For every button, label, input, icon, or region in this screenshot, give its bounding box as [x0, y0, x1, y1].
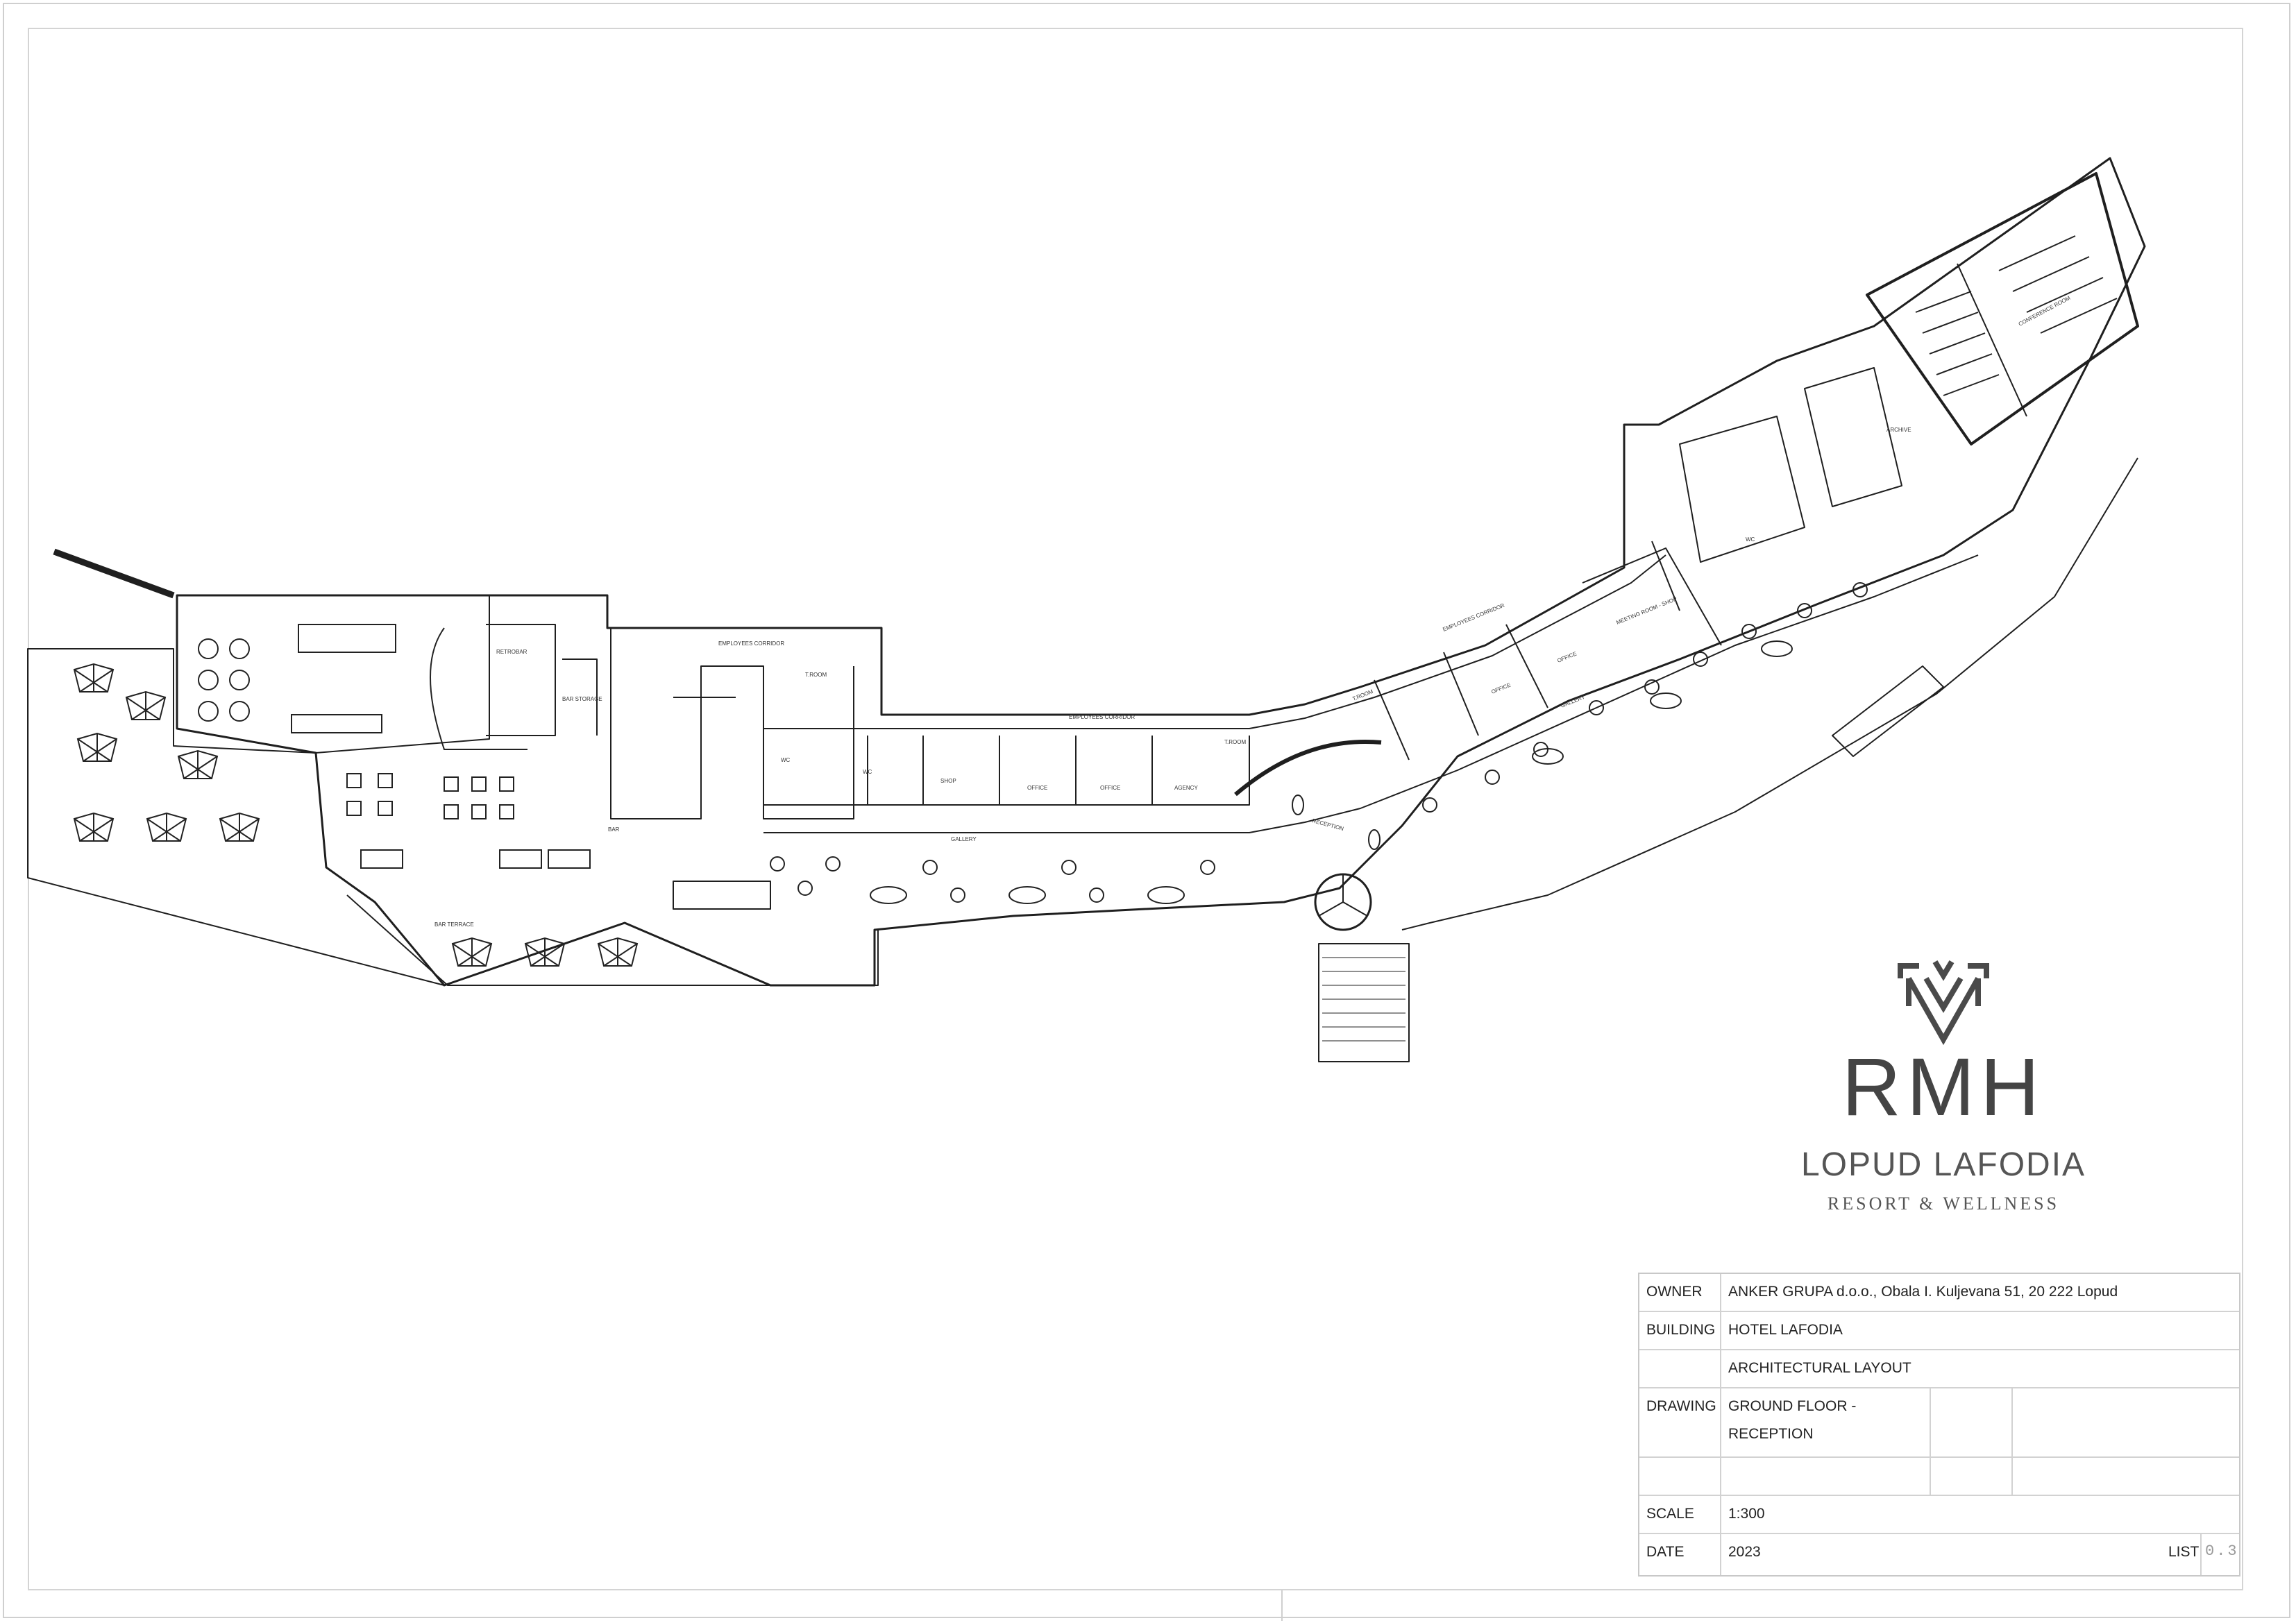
bar-block: [177, 595, 598, 754]
label-meeting-room: MEETING ROOM - SHOP: [1615, 596, 1678, 626]
entrance-stair-steps: [1322, 957, 1406, 1042]
scale-value: 1:300: [1728, 1506, 1765, 1522]
label-bar: BAR: [608, 826, 620, 833]
meeting-room-block: [1374, 541, 1722, 760]
west-stairs: [673, 881, 771, 910]
sheet-outer-frame: [3, 3, 2290, 1618]
drawing-label: DRAWING: [1646, 1398, 1716, 1414]
logo-name: LOPUD LAFODIA: [1800, 1146, 2086, 1183]
label-agency: AGENCY: [1174, 785, 1198, 791]
label-employees-corridor-3: EMPLOYEES CORRIDOR: [1442, 602, 1505, 633]
east-ramp: [1832, 665, 1944, 757]
scale-label: SCALE: [1646, 1506, 1694, 1522]
owner-value: ANKER GRUPA d.o.o., Obala I. Kuljevana 5…: [1728, 1284, 2118, 1300]
title-row-building: BUILDING HOTEL LAFODIA: [1639, 1312, 2239, 1350]
reception-counter: [1234, 739, 1382, 797]
label-office-3: OFFICE: [1490, 682, 1512, 695]
logo-initials: RMH: [1841, 1042, 2045, 1133]
title-row-blank: [1639, 1458, 2239, 1496]
layout-value: ARCHITECTURAL LAYOUT: [1728, 1360, 1911, 1376]
label-wc-2: WC: [863, 769, 872, 775]
conference-room: [1866, 172, 2139, 445]
label-employees-corridor-1: EMPLOYEES CORRIDOR: [718, 640, 784, 647]
terrace-umbrellas: [73, 663, 639, 967]
label-t-room-3: T.ROOM: [1351, 688, 1374, 702]
list-value: 0.3: [2205, 1543, 2239, 1560]
label-employees-corridor-2: EMPLOYEES CORRIDOR: [1069, 714, 1135, 720]
terrace-rail: [53, 548, 175, 599]
gallery-seating: [770, 582, 1868, 904]
gallery-wall: [763, 554, 1979, 833]
building-outline: [176, 157, 2146, 987]
rmh-logo: RMH LOPUD LAFODIA RESORT & WELLNESS: [1777, 958, 2110, 1228]
owner-label: OWNER: [1646, 1284, 1703, 1300]
building-value: HOTEL LAFODIA: [1728, 1322, 1843, 1338]
label-office-1: OFFICE: [1027, 785, 1047, 791]
label-t-room-1: T.ROOM: [805, 672, 827, 678]
title-row-owner: OWNER ANKER GRUPA d.o.o., Obala I. Kulje…: [1639, 1274, 2239, 1312]
east-terrace: [1401, 457, 2138, 931]
frame-tick-mark: [1281, 1590, 1283, 1621]
conference-seating: [1915, 235, 2118, 396]
logo-tagline: RESORT & WELLNESS: [1827, 1193, 2060, 1214]
conference-room-divider: [1957, 263, 2027, 417]
terrace-outline: [27, 648, 445, 986]
title-row-layout: ARCHITECTURAL LAYOUT: [1639, 1350, 2239, 1388]
bar-terrace-outline: [346, 894, 879, 986]
label-retrobar: RETROBAR: [496, 649, 527, 655]
title-row-scale: SCALE 1:300: [1639, 1496, 2239, 1534]
label-gallery-1: GALLERY: [951, 836, 977, 842]
drawing-value-line2: RECEPTION: [1728, 1426, 1814, 1442]
date-label: DATE: [1646, 1544, 1685, 1560]
label-wc-1: WC: [781, 757, 791, 763]
label-archive: ARCHIVE: [1886, 427, 1911, 433]
drawing-value-line1: GROUND FLOOR -: [1728, 1398, 1857, 1414]
bar-tables: [198, 624, 591, 869]
employees-corridor: [763, 554, 1666, 729]
label-gallery-2: GALLERY: [1560, 693, 1586, 708]
label-bar-storage: BAR STORAGE: [562, 696, 602, 702]
label-shop: SHOP: [940, 778, 956, 784]
office-band: [763, 736, 1250, 806]
label-office-4: OFFICE: [1556, 651, 1578, 664]
date-value: 2023: [1728, 1544, 1761, 1560]
building-label: BUILDING: [1646, 1322, 1716, 1338]
title-row-date: DATE 2023 LIST 0.3: [1639, 1534, 2239, 1575]
east-core: [1679, 367, 1902, 563]
service-rooms: [610, 628, 854, 819]
revolving-door-wings: [1318, 874, 1368, 917]
title-block: OWNER ANKER GRUPA d.o.o., Obala I. Kulje…: [1638, 1273, 2240, 1577]
room-labels: BAR TERRACE BAR RETROBAR BAR STORAGE EMP…: [434, 295, 2072, 928]
entrance-stairs: [1318, 943, 1410, 1062]
title-row-drawing: DRAWING GROUND FLOOR - RECEPTION: [1639, 1388, 2239, 1458]
label-reception: RECEPTION: [1311, 817, 1344, 832]
list-label: LIST: [2168, 1544, 2200, 1560]
label-office-2: OFFICE: [1100, 785, 1120, 791]
label-t-room-2: T.ROOM: [1224, 739, 1246, 745]
rmh-emblem-icon: [1898, 960, 1989, 1046]
label-wc-3: WC: [1746, 536, 1755, 543]
label-bar-terrace: BAR TERRACE: [434, 921, 474, 928]
